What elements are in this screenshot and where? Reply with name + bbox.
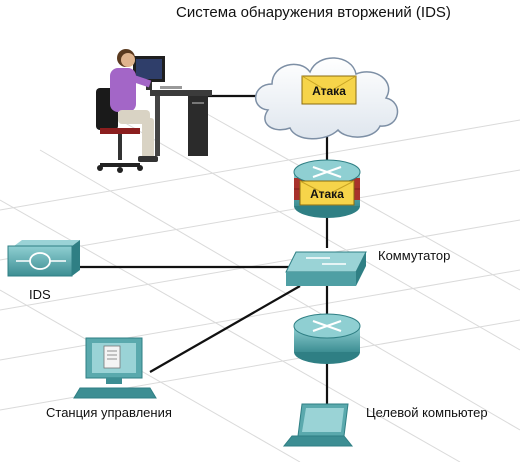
management-station xyxy=(73,337,157,399)
ids-label: IDS xyxy=(29,287,51,302)
attack-envelope-internet xyxy=(301,75,357,105)
management-station-label: Станция управления xyxy=(46,405,172,420)
target-computer-label: Целевой компьютер xyxy=(366,405,488,420)
attack-envelope-router xyxy=(299,180,355,206)
diagram-title: Система обнаружения вторжений (IDS) xyxy=(176,4,451,21)
scroll-icon xyxy=(103,345,121,369)
link-station-switch xyxy=(149,285,301,373)
switch-device xyxy=(285,251,367,286)
attack-label-internet: Атака xyxy=(312,84,346,98)
router-bottom xyxy=(293,313,361,364)
switch-label: Коммутатор xyxy=(378,248,451,263)
router-top: Атака xyxy=(293,159,361,218)
ids-device xyxy=(7,240,80,277)
attack-label-router: Атака xyxy=(310,187,344,201)
target-laptop xyxy=(282,403,354,447)
internet-cloud: Атака xyxy=(255,57,399,140)
attacker-person xyxy=(96,49,212,173)
